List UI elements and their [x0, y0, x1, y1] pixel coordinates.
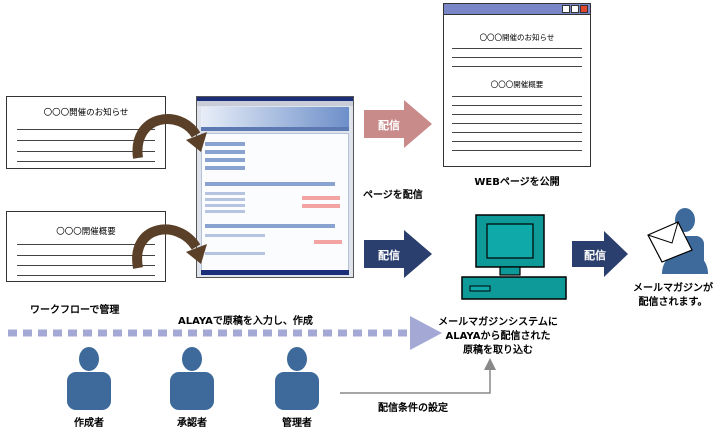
- text-line: [452, 150, 582, 151]
- mail-system-label-line1: メールマガジンシステムに: [438, 317, 558, 328]
- text-line: [17, 161, 155, 162]
- form-row: [205, 204, 245, 207]
- approver-label: 承認者: [177, 418, 207, 429]
- page-delivery-label: ページを配信: [363, 190, 423, 201]
- form-row: [205, 198, 245, 201]
- publish-web-arrow-label: 配信: [378, 119, 400, 132]
- web-page-window: 〇〇〇開催のお知らせ 〇〇〇開催概要: [443, 3, 591, 167]
- text-line: [452, 114, 582, 115]
- text-line: [452, 66, 582, 67]
- form-row: [205, 192, 245, 195]
- announcement-document-title: 〇〇〇開催のお知らせ: [43, 108, 129, 118]
- text-line: [17, 151, 155, 152]
- text-line: [17, 129, 155, 130]
- text-line: [452, 57, 582, 58]
- highlight-cell: [314, 240, 342, 244]
- alaya-screenshot: [196, 96, 354, 278]
- creator-label: 作成者: [74, 418, 104, 429]
- deliver-subscriber-arrow-label: 配信: [584, 249, 606, 262]
- minimize-icon: [562, 5, 570, 13]
- text-line: [17, 275, 155, 276]
- maximize-icon: [571, 5, 579, 13]
- text-line: [17, 265, 155, 266]
- dotted-arrowhead-icon: [410, 316, 442, 350]
- creator-person-icon: [67, 347, 111, 410]
- form-row: [205, 150, 245, 154]
- curved-arrow-icon: [132, 224, 207, 269]
- approver-person-icon: [170, 347, 214, 410]
- curved-arrow-icon: [132, 114, 207, 159]
- close-icon: [580, 5, 588, 13]
- web-summary-title: 〇〇〇開催概要: [490, 80, 544, 89]
- mail-system-label-line3: 原稿を取り込む: [463, 345, 533, 356]
- text-line: [452, 132, 582, 133]
- text-line: [452, 141, 582, 142]
- deliver-subscriber-arrow: [572, 231, 628, 277]
- text-line: [452, 123, 582, 124]
- computer-icon: [461, 214, 567, 300]
- mail-system-label-line2: ALAYAから配信された: [445, 331, 551, 342]
- text-line: [452, 96, 582, 97]
- web-page-caption: WEBページを公開: [474, 177, 560, 188]
- envelope-icon: [647, 221, 693, 263]
- delivery-settings-label: 配信条件の設定: [378, 403, 448, 414]
- highlight-cell: [302, 196, 340, 200]
- window-menubar: [197, 101, 353, 106]
- form-row: [205, 182, 335, 186]
- form-row: [205, 224, 335, 228]
- app-footer: [201, 270, 349, 275]
- publish-mail-arrow: [364, 230, 432, 278]
- web-announcement-title: 〇〇〇開催のお知らせ: [479, 33, 555, 42]
- settings-arrowhead-icon: [484, 358, 496, 370]
- window-titlebar: [197, 97, 353, 101]
- app-tabs: [201, 127, 349, 131]
- text-line: [17, 244, 155, 245]
- window-titlebar: [444, 4, 590, 15]
- administrator-person-icon: [275, 347, 319, 410]
- app-header: [201, 107, 349, 127]
- alaya-input-label: ALAYAで原稿を入力し、作成: [178, 316, 313, 327]
- summary-document-title: 〇〇〇開催概要: [56, 227, 116, 237]
- settings-connector: [340, 368, 491, 394]
- subscriber-label-line1: メールマガジンが: [633, 283, 713, 294]
- subscriber-label-line2: 配信されます。: [638, 297, 708, 308]
- form-row: [205, 166, 245, 170]
- text-line: [452, 48, 582, 49]
- form-row: [205, 210, 245, 213]
- form-row: [205, 234, 265, 237]
- publish-web-arrow: [364, 100, 432, 148]
- highlight-cell: [302, 204, 340, 208]
- workflow-label: ワークフローで管理: [30, 305, 120, 316]
- form-row: [205, 252, 265, 255]
- form-row: [205, 158, 245, 162]
- administrator-label: 管理者: [282, 418, 312, 429]
- text-line: [17, 255, 155, 256]
- form-row: [205, 142, 245, 146]
- text-line: [17, 140, 155, 141]
- text-line: [452, 105, 582, 106]
- publish-mail-arrow-label: 配信: [378, 249, 400, 262]
